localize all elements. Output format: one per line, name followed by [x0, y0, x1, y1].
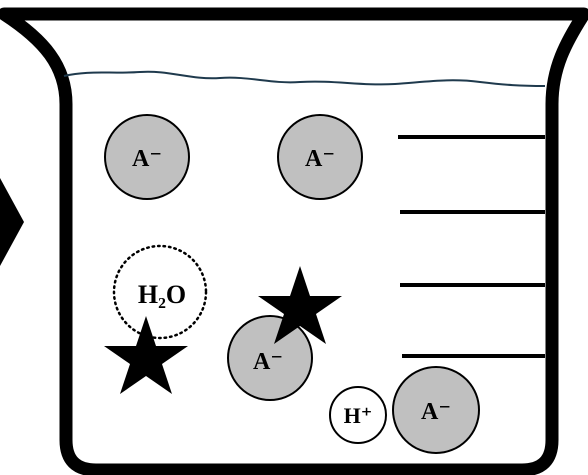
triangle-arrow-right-icon	[0, 178, 24, 266]
anion-particle	[277, 114, 363, 200]
proton-particle	[329, 386, 387, 444]
water-molecule	[112, 244, 208, 340]
anion-label: A⁻	[132, 146, 162, 172]
water-surface-line	[63, 70, 546, 87]
star-icon	[104, 316, 188, 394]
proton-label: H⁺	[344, 403, 373, 428]
anion-particle	[392, 366, 480, 454]
anion-particle	[227, 315, 313, 401]
beaker-outline	[0, 7, 588, 475]
anion-label: A⁻	[305, 146, 335, 172]
anion-label: A⁻	[421, 399, 451, 425]
water-label: H₂O	[138, 280, 186, 309]
anion-label: A⁻	[253, 349, 283, 375]
star-icon	[258, 266, 342, 344]
anion-particle	[104, 114, 190, 200]
